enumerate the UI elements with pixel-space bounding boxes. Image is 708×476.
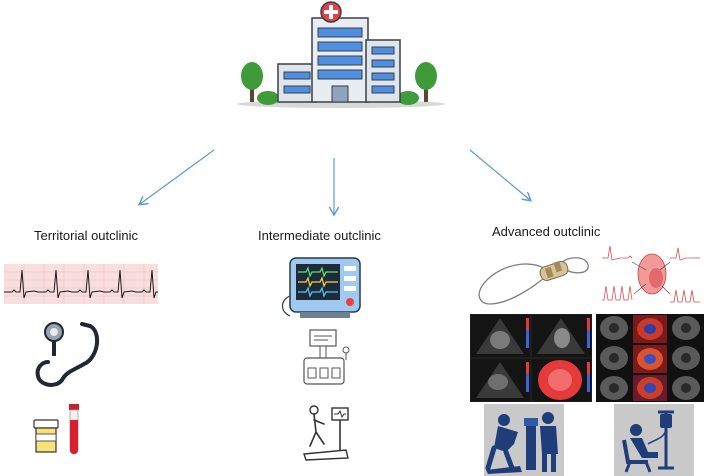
loop-recorder-icon [474, 248, 594, 310]
sample-cup-icon [32, 418, 60, 454]
label-territorial: Territorial outclinic [34, 228, 139, 243]
label-advanced: Advanced outclinic [492, 224, 601, 239]
ecg-strip-icon [4, 264, 158, 304]
patient-monitor-icon [280, 256, 362, 320]
echo-panel-icon [470, 314, 592, 402]
hospital-building-icon [236, 0, 446, 108]
label-intermediate: Intermediate outclinic [258, 228, 381, 243]
treadmill-icon [300, 402, 354, 464]
stethoscope-icon [32, 318, 108, 390]
branch-arrows [0, 149, 708, 240]
holter-icon [296, 326, 354, 388]
cpet-icon [484, 404, 564, 476]
arrow-left [140, 149, 215, 204]
cmr-panel-icon [596, 314, 704, 402]
blood-tube-icon [66, 404, 82, 456]
ep-map-icon [600, 242, 704, 310]
arrow-right [469, 149, 530, 200]
infusion-icon [614, 404, 694, 476]
